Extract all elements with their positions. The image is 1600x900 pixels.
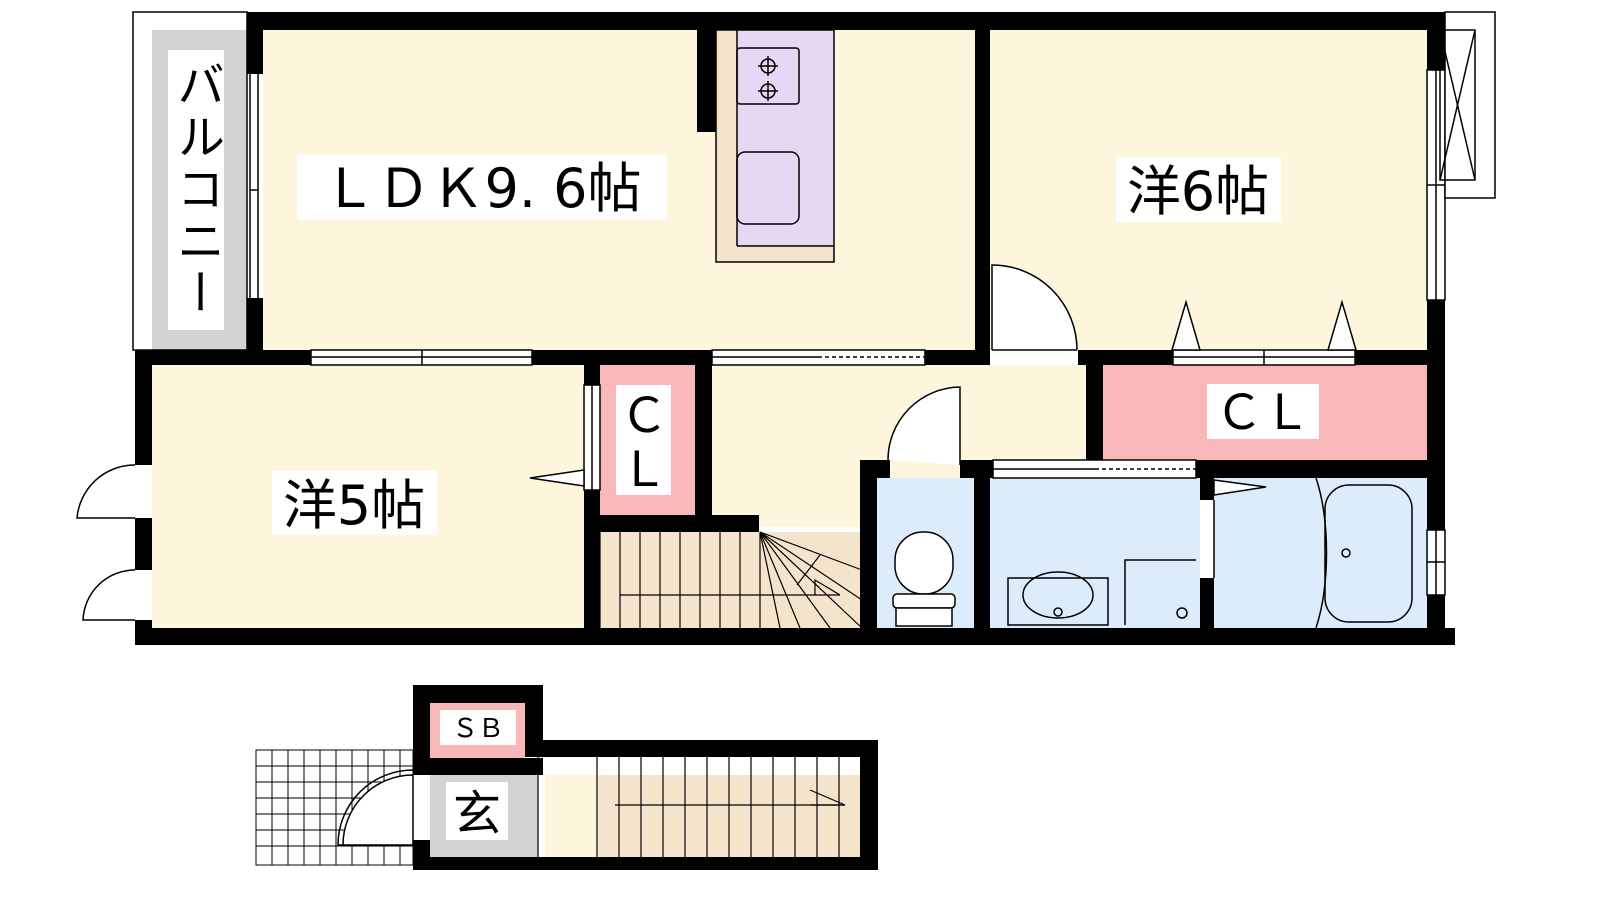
wall-sb-left (413, 685, 430, 770)
entrance-label-bg (446, 782, 508, 840)
wall-toilet-right (974, 460, 990, 645)
stairs-upper (599, 531, 863, 629)
toilet-bowl (894, 531, 954, 595)
wall-right-mid (1427, 300, 1445, 530)
windows (310, 11, 1496, 596)
wall-lower-top (538, 740, 878, 757)
bathtub (1324, 484, 1413, 623)
door-toilet (887, 386, 961, 465)
wall-toilet-left (860, 460, 877, 645)
sb-label-bg (440, 710, 516, 745)
kitchen-fixtures (715, 29, 835, 263)
wall-sb-right (525, 685, 543, 757)
kitchen-unit (737, 30, 834, 246)
wall-lower-right (860, 740, 878, 870)
wall-w5-right-top (584, 365, 600, 385)
balcony-rail (132, 11, 259, 351)
stair-lower-landing (545, 775, 597, 857)
wall-toilet-top-a (860, 460, 890, 478)
closet-large-label: ＣＬ (1215, 385, 1311, 441)
door-w6 (991, 264, 1078, 351)
wall-wash-bath-bot (1200, 578, 1214, 645)
wall-kitchen (697, 30, 716, 132)
wall-bottom (135, 628, 1455, 645)
ldk-label: ＬＤＫ9. 6帖 (322, 157, 641, 220)
door-w5-bottom (82, 569, 136, 621)
stair-lower-floor (555, 775, 875, 857)
washer-space (1124, 559, 1196, 625)
w5-label-bg (272, 470, 437, 535)
cl-large-label-bg (1207, 384, 1319, 439)
outdoor-unit (1444, 11, 1496, 199)
wall-wash-bath-top (1200, 460, 1214, 500)
wall-mid-c (925, 350, 990, 365)
stair-upper-floor (600, 532, 862, 628)
shoebox-label: ＳＢ (452, 714, 504, 744)
closet-small-label-bottom: Ｌ (620, 442, 668, 498)
wall-left-w5-bot (135, 620, 152, 645)
door-w5-top (76, 464, 136, 519)
western5-label: 洋5帖 (283, 474, 425, 537)
wall-ldk-w6 (975, 12, 990, 365)
wall-right-low (1427, 595, 1445, 645)
wall-left-w5-mid (135, 518, 152, 570)
room-fills (152, 30, 1427, 857)
wall-bigcl-bottom (1196, 460, 1445, 478)
w6-label-bg (1116, 157, 1281, 222)
wall-sb-top (413, 685, 543, 703)
wall-lower-bottom (413, 857, 878, 870)
wall-w5-right-bot (584, 490, 600, 645)
bath-floor (1214, 478, 1427, 628)
stairs-lower (537, 757, 846, 857)
door-stops (529, 299, 1357, 496)
wall-mid-e (1355, 350, 1445, 365)
western6-label: 洋6帖 (1127, 160, 1269, 223)
wall-cl-right (695, 350, 712, 532)
wall-mid-b (532, 350, 712, 365)
wall-cl-bottom (584, 515, 759, 532)
cl-small-label-bg (616, 385, 671, 495)
washroom-floor (990, 478, 1200, 628)
wash-basin (1007, 577, 1109, 626)
closet-small-label-top: Ｃ (620, 388, 668, 444)
wall-sb-bottom (413, 758, 543, 775)
wall-top (247, 12, 1455, 30)
ldk-label-bg (297, 155, 667, 220)
sanitary-fixtures (892, 477, 1413, 629)
entrance-label: 玄 (453, 786, 501, 842)
wall-ent-left-bot (413, 840, 430, 870)
balcony-label-bg (168, 50, 224, 330)
wall-bigcl-left (1086, 350, 1103, 478)
wall-ldk-left-bottom (247, 298, 263, 365)
wall-ldk-left-top (247, 12, 263, 74)
entrance-door-white (342, 774, 414, 846)
balcony-label: バルコニー (168, 60, 224, 320)
labels: ＬＤＫ9. 6帖 洋6帖 洋5帖 バルコニー Ｃ Ｌ ＣＬ ＳＢ 玄 (168, 50, 1319, 842)
wall-mid-a (135, 350, 311, 365)
wall-left-w5-top (135, 350, 152, 465)
